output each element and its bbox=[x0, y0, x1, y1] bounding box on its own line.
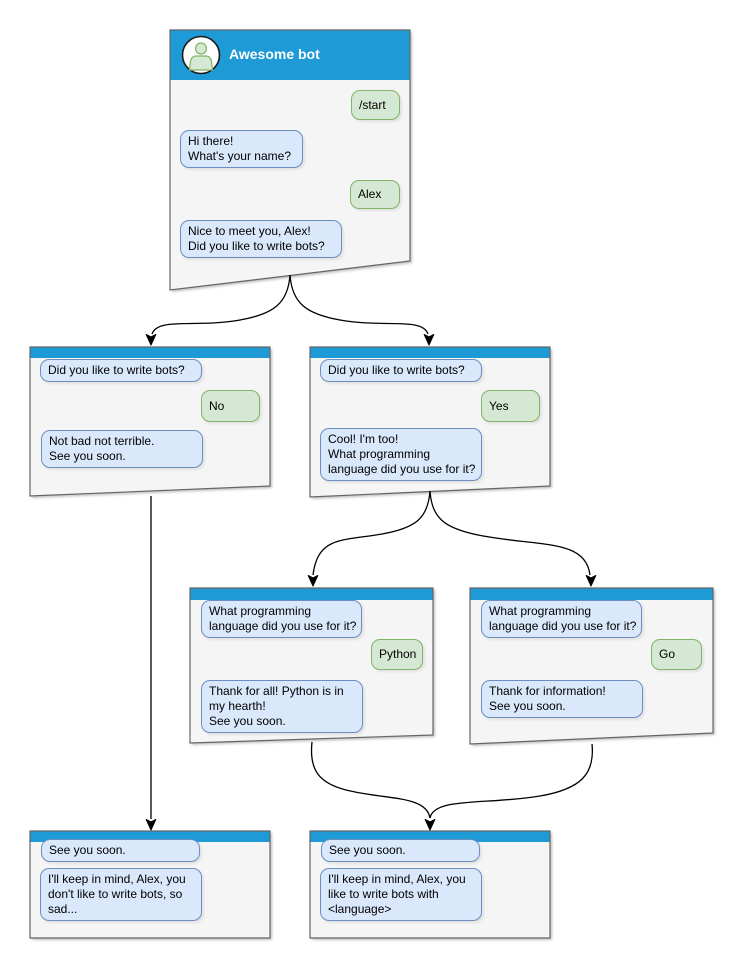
bot-message-ask-bots: Nice to meet you, Alex! Did you like to … bbox=[180, 220, 342, 258]
arrow-yes-to-python bbox=[307, 490, 431, 587]
bot-message-reply-go: Thank for information! See you soon. bbox=[481, 680, 643, 718]
chat-window-branch-yes-header bbox=[310, 347, 550, 358]
bot-avatar-icon bbox=[181, 35, 221, 75]
bot-message-reply-python: Thank for all! Python is in my hearth! S… bbox=[201, 680, 363, 733]
bot-message-see-you-soon-yes: See you soon. bbox=[321, 839, 480, 862]
window-title: Awesome bot bbox=[229, 46, 320, 62]
user-message-yes: Yes bbox=[481, 390, 540, 422]
arrow-start-to-no bbox=[145, 274, 291, 346]
arrow-python-to-end bbox=[310, 741, 431, 819]
user-message-no: No bbox=[201, 390, 260, 422]
chat-window-end-no-header bbox=[30, 831, 270, 842]
bot-message-reply-yes: Cool! I'm too! What programming language… bbox=[320, 428, 482, 481]
user-message-go: Go bbox=[651, 639, 702, 670]
bot-message-final-yes: I'll keep in mind, Alex, you like to wri… bbox=[320, 868, 482, 921]
bot-message-greeting: Hi there! What's your name? bbox=[180, 130, 303, 168]
bot-message-question-python-branch: What programming language did you use fo… bbox=[201, 600, 362, 638]
user-message-start: /start bbox=[351, 90, 400, 120]
chat-window-end-yes-header bbox=[310, 831, 550, 842]
arrow-no-to-end bbox=[145, 496, 157, 831]
bot-message-reply-no: Not bad not terrible. See you soon. bbox=[41, 430, 203, 468]
chat-window-branch-no-header bbox=[30, 347, 270, 358]
arrow-start-to-yes bbox=[289, 274, 435, 346]
user-message-python: Python bbox=[371, 639, 423, 670]
bot-message-question-yes-branch: Did you like to write bots? bbox=[320, 359, 482, 382]
bot-message-see-you-soon-no: See you soon. bbox=[41, 839, 200, 862]
bot-message-final-no: I'll keep in mind, Alex, you don't like … bbox=[40, 868, 202, 921]
chat-window-branch-python-header bbox=[190, 588, 433, 600]
user-message-name: Alex bbox=[350, 180, 400, 209]
flow-arrows bbox=[145, 274, 597, 831]
bot-message-question-no-branch: Did you like to write bots? bbox=[40, 359, 202, 382]
bot-message-question-go-branch: What programming language did you use fo… bbox=[481, 600, 642, 638]
arrow-yes-to-go bbox=[429, 490, 597, 587]
chat-window-branch-go-header bbox=[470, 588, 713, 600]
arrow-go-to-end bbox=[424, 743, 594, 831]
